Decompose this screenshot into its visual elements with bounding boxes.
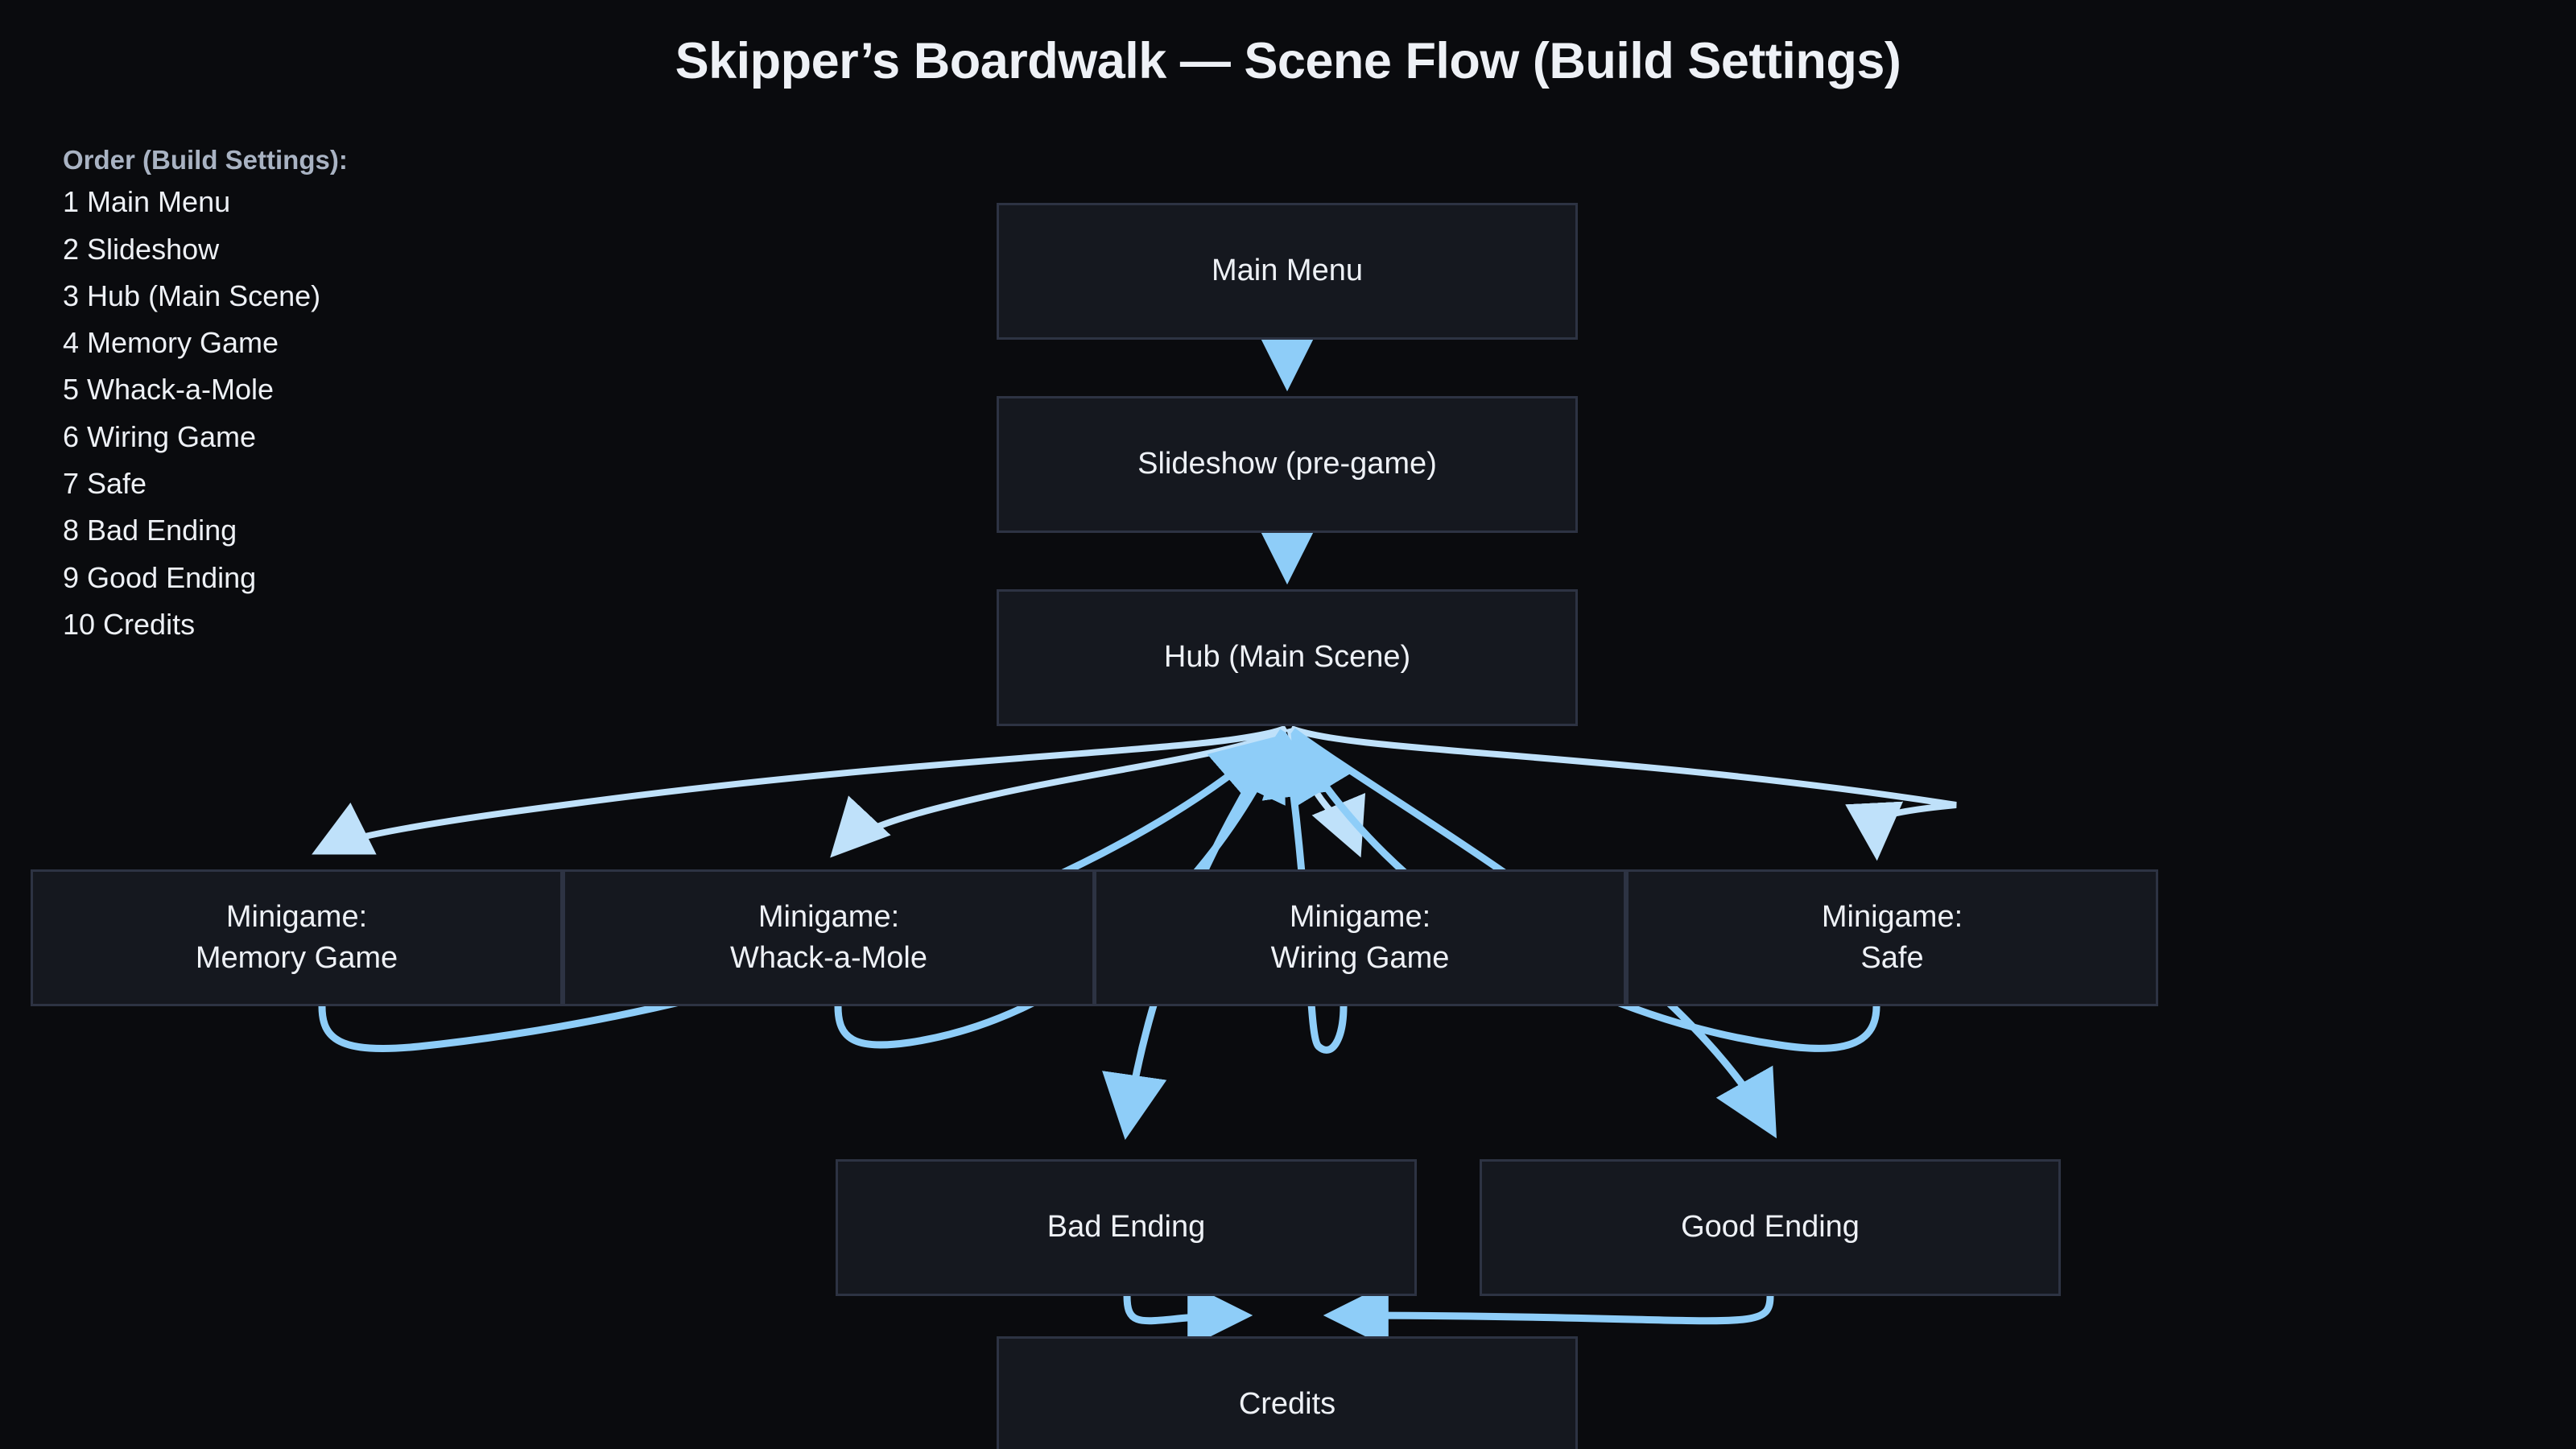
edge-good-ending-to-credits	[1323, 1282, 1774, 1348]
legend-item-7: 7 Safe	[63, 467, 147, 501]
node-hub[interactable]: Hub (Main Scene)	[997, 589, 1578, 726]
node-minigame-whack-prefix: Minigame:	[758, 899, 900, 934]
edge-bad-ending-to-credits	[1123, 1282, 1253, 1348]
node-main-menu-label: Main Menu	[1212, 254, 1363, 288]
legend-item-6: 6 Wiring Game	[63, 419, 257, 453]
node-minigame-memory-game[interactable]: Minigame: Memory Game	[31, 869, 563, 1006]
node-minigame-safe[interactable]: Minigame: Safe	[1626, 869, 2158, 1006]
node-bad-ending[interactable]: Bad Ending	[836, 1159, 1417, 1296]
node-minigame-whack-name: Whack-a-Mole	[730, 941, 927, 975]
legend-item-9: 9 Good Ending	[63, 560, 257, 594]
node-minigame-wiring-prefix: Minigame:	[1289, 899, 1431, 934]
node-main-menu[interactable]: Main Menu	[997, 203, 1578, 340]
node-minigame-whack-a-mole[interactable]: Minigame: Whack-a-Mole	[563, 869, 1095, 1006]
node-minigame-safe-name: Safe	[1860, 941, 1924, 975]
legend-heading: Order (Build Settings):	[63, 145, 348, 175]
node-good-ending-label: Good Ending	[1681, 1210, 1860, 1245]
node-credits[interactable]: Credits	[997, 1336, 1578, 1449]
legend-item-5: 5 Whack-a-Mole	[63, 373, 275, 407]
edge-hub-to-wiring	[1286, 728, 1366, 858]
legend-item-2: 2 Slideshow	[63, 232, 220, 266]
node-minigame-wiring-game[interactable]: Minigame: Wiring Game	[1094, 869, 1626, 1006]
legend-item-1: 1 Main Menu	[63, 185, 231, 219]
legend-item-3: 3 Hub (Main Scene)	[63, 279, 321, 312]
legend-item-4: 4 Memory Game	[63, 326, 279, 360]
node-minigame-wiring-name: Wiring Game	[1270, 941, 1450, 975]
node-slideshow[interactable]: Slideshow (pre-game)	[997, 396, 1578, 533]
node-good-ending[interactable]: Good Ending	[1480, 1159, 2061, 1296]
node-minigame-safe-prefix: Minigame:	[1821, 899, 1963, 934]
node-slideshow-label: Slideshow (pre-game)	[1137, 447, 1437, 481]
build-settings-order-legend: Order (Build Settings): 1 Main Menu 2 Sl…	[63, 143, 562, 648]
node-credits-label: Credits	[1238, 1387, 1336, 1422]
node-minigame-memory-name: Memory Game	[195, 941, 398, 975]
node-minigame-memory-prefix: Minigame:	[225, 899, 368, 934]
node-hub-label: Hub (Main Scene)	[1163, 640, 1411, 675]
node-bad-ending-label: Bad Ending	[1046, 1210, 1206, 1245]
edge-hub-to-safe	[1290, 725, 1957, 861]
legend-item-10: 10 Credits	[63, 608, 196, 642]
edge-hub-to-memory	[312, 725, 1286, 855]
edge-hub-to-whack	[830, 725, 1289, 858]
legend-item-8: 8 Bad Ending	[63, 514, 237, 547]
page-title: Skipper’s Boardwalk — Scene Flow (Build …	[675, 33, 1901, 89]
